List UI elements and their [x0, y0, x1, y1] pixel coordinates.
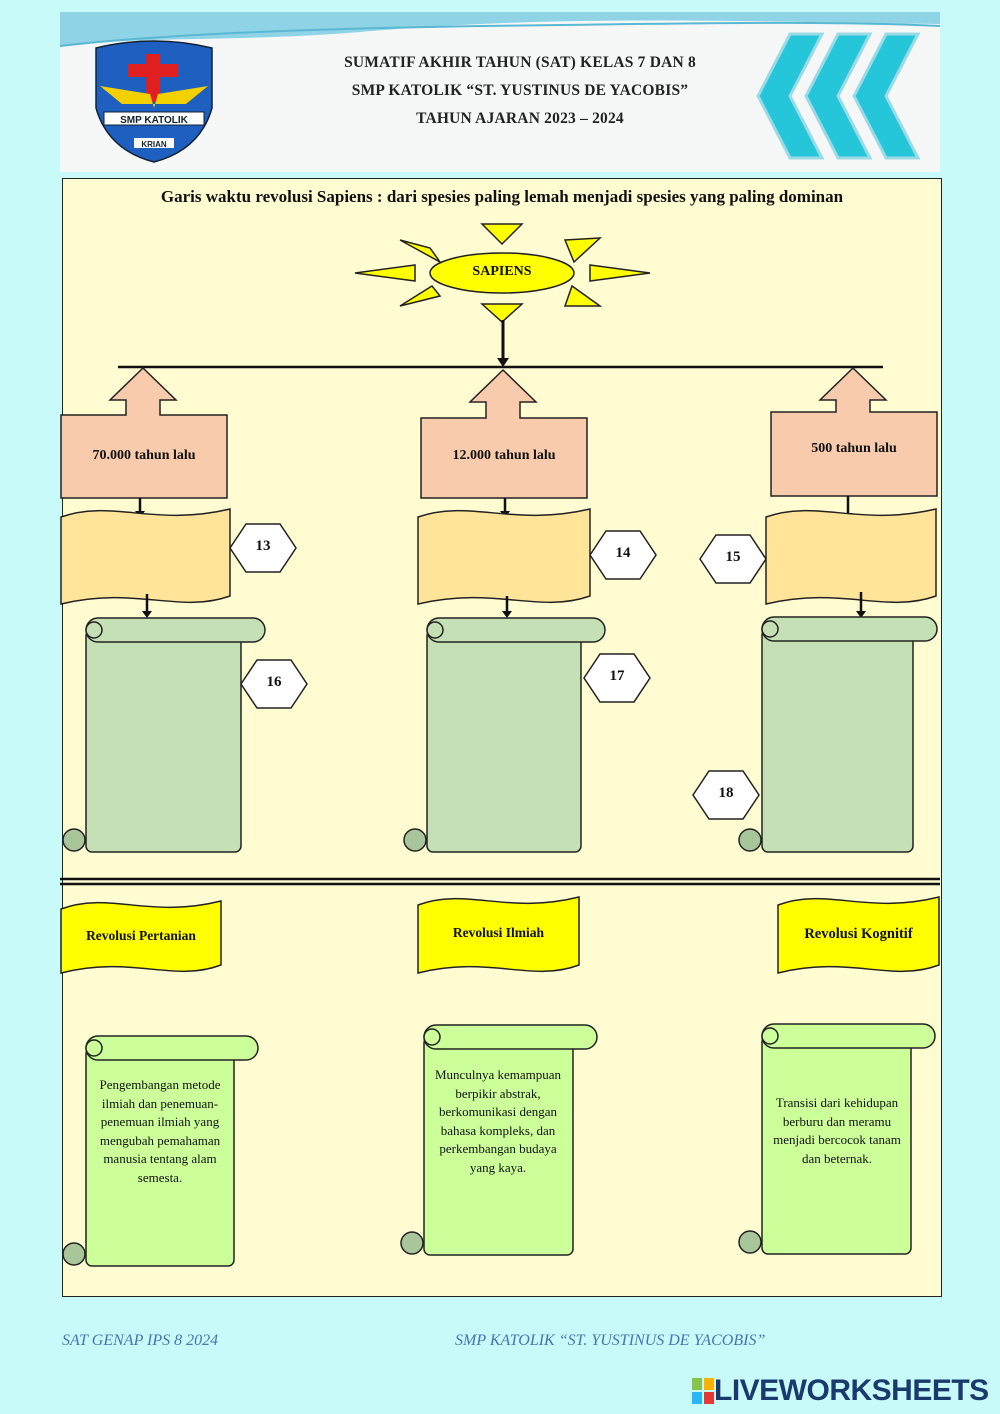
arrow-head [142, 611, 152, 618]
answer-scroll[interactable] [761, 628, 914, 853]
svg-text:SMP KATOLIK: SMP KATOLIK [120, 115, 189, 126]
sun-ray [563, 237, 603, 264]
scroll-curl [761, 620, 779, 638]
sun-ray [480, 223, 524, 246]
period-callout [770, 366, 938, 497]
answer-wave-box[interactable] [60, 508, 231, 605]
period-500: 500 tahun lalu [811, 441, 897, 456]
sun-ray [480, 303, 524, 324]
scroll-top-roll [85, 617, 266, 643]
liveworksheets-text: LIVEWORKSHEETS [714, 1374, 989, 1407]
number-hexagon [229, 523, 297, 573]
scroll-curl [85, 621, 103, 639]
school-logo: SMP KATOLIK KRIAN [95, 40, 213, 163]
number-hexagon [589, 530, 657, 580]
chevron-decoration-icon [756, 32, 921, 160]
number-hexagon [692, 770, 760, 820]
header-line-3: TAHUN AJARAN 2023 – 2024 [416, 110, 624, 127]
sapiens-ellipse [429, 252, 575, 294]
scroll-bottom-curl [738, 1230, 762, 1254]
scroll-top-roll [423, 1024, 598, 1050]
arrow-head [502, 611, 512, 618]
scroll-bottom-curl [400, 1231, 424, 1255]
sun-ray [399, 239, 441, 263]
svg-text:KRIAN: KRIAN [141, 140, 167, 149]
description-card-2[interactable]: Munculnya kemampuan berpikir abstrak, be… [435, 1067, 561, 1175]
header-line-1: SUMATIF AKHIR TAHUN (SAT) KELAS 7 DAN 8 [344, 54, 696, 71]
label-revolusi-pertanian[interactable]: Revolusi Pertanian [86, 928, 196, 943]
number-label-16: 16 [266, 674, 282, 690]
scroll-bottom-curl [62, 1242, 86, 1266]
arrow-head [497, 358, 509, 367]
number-label-15: 15 [725, 549, 741, 565]
header-line-2: SMP KATOLIK “ST. YUSTINUS DE YACOBIS” [351, 82, 689, 99]
answer-wave-box[interactable] [417, 508, 591, 605]
answer-scroll[interactable] [85, 629, 242, 853]
scroll-top-roll [761, 616, 938, 642]
scroll-bottom-curl [403, 828, 427, 852]
number-hexagon [699, 534, 767, 584]
number-label-14: 14 [615, 545, 631, 561]
label-wave-box [777, 896, 940, 974]
scroll-top-roll [85, 1035, 259, 1061]
sun-ray [589, 264, 651, 282]
period-70000: 70.000 tahun lalu [92, 448, 196, 463]
diagram-title: Garis waktu revolusi Sapiens : dari spes… [160, 187, 844, 206]
footer-right: SMP KATOLIK “ST. YUSTINUS DE YACOBIS” [455, 1332, 766, 1349]
liveworksheets-logo: LIVEWORKSHEETS [692, 1374, 989, 1408]
scroll-bottom-curl [738, 828, 762, 852]
arrow-head [856, 611, 866, 618]
sun-ray [563, 284, 603, 307]
scroll-curl [423, 1028, 441, 1046]
description-card-1[interactable]: Pengembangan metode ilmiah dan penemuan-… [99, 1077, 221, 1185]
period-callout [420, 368, 588, 499]
answer-wave-box[interactable] [765, 508, 937, 605]
scroll-curl [761, 1027, 779, 1045]
number-label-18: 18 [718, 785, 734, 801]
scroll-top-roll [761, 1023, 936, 1049]
scroll-bottom-curl [62, 828, 86, 852]
number-label-13: 13 [255, 538, 271, 554]
footer-left: SAT GENAP IPS 8 2024 [62, 1332, 219, 1349]
sapiens-label: SAPIENS [472, 264, 532, 279]
period-12000: 12.000 tahun lalu [452, 448, 556, 463]
label-wave-box [417, 896, 580, 974]
header-banner: SMP KATOLIK KRIAN SUMATIF AKHIR TAHUN (S… [60, 12, 940, 172]
number-hexagon [583, 653, 651, 703]
scroll-top-roll [426, 617, 606, 643]
number-label-17: 17 [609, 668, 625, 684]
number-hexagon [240, 659, 308, 709]
liveworksheets-icon [692, 1378, 714, 1404]
sun-ray [354, 264, 416, 282]
sun-ray [399, 285, 442, 307]
scroll-curl [426, 621, 444, 639]
answer-scroll[interactable] [426, 629, 582, 853]
period-callout [60, 366, 228, 499]
label-wave-box [60, 900, 222, 974]
scroll-curl [85, 1039, 103, 1057]
header-wave-decoration [60, 12, 940, 47]
label-revolusi-kognitif[interactable]: Revolusi Kognitif [804, 926, 913, 942]
label-revolusi-ilmiah[interactable]: Revolusi Ilmiah [452, 925, 545, 940]
description-card-3[interactable]: Transisi dari kehidupan berburu dan mera… [773, 1095, 901, 1166]
